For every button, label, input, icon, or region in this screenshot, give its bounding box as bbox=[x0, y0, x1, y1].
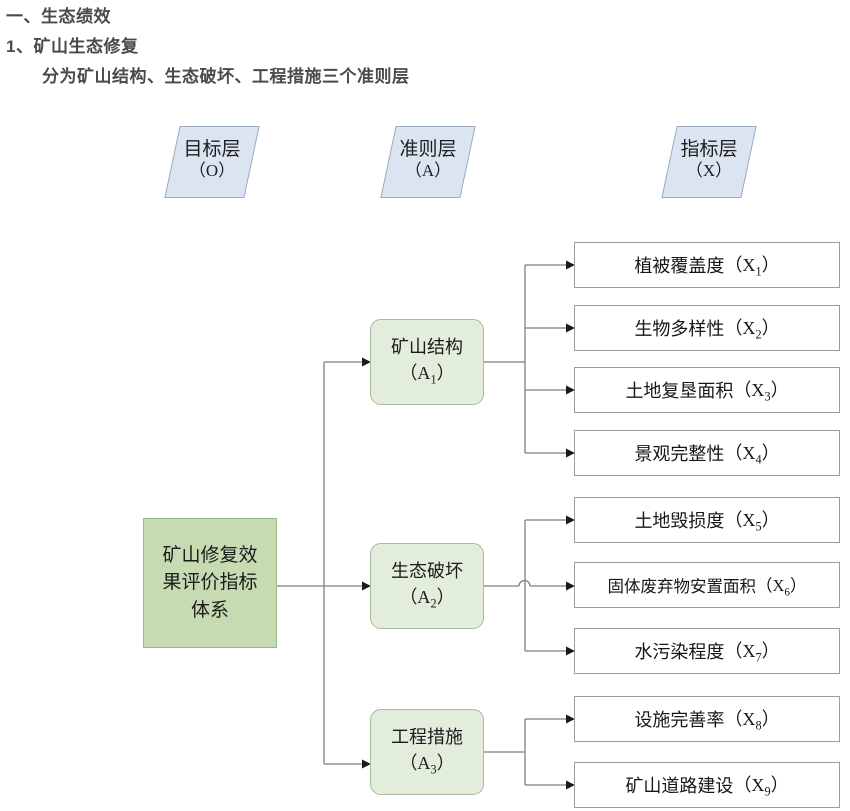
indicator-node-x3[interactable]: 土地复垦面积 （X3） bbox=[574, 367, 840, 413]
goal-node-line-2: 果评价指标 bbox=[162, 572, 258, 594]
indicator-node-x9-code: （X9） bbox=[733, 774, 789, 799]
indicator-node-x8-label: 设施完善率 bbox=[634, 710, 725, 730]
indicator-node-x8[interactable]: 设施完善率 （X8） bbox=[574, 696, 840, 742]
criteria-node-a1-label: 矿山结构 bbox=[391, 337, 463, 358]
goal-node[interactable]: 矿山修复效 果评价指标 体系 bbox=[143, 518, 277, 648]
criteria-node-a3-code: （A3） bbox=[399, 752, 455, 777]
indicator-node-x7-label: 水污染程度 bbox=[634, 642, 725, 662]
criteria-node-a2[interactable]: 生态破坏 （A2） bbox=[370, 543, 484, 629]
indicator-node-x1-label: 植被覆盖度 bbox=[634, 256, 725, 276]
indicator-node-x6[interactable]: 固体废弃物安置面积 （X6） bbox=[574, 562, 840, 608]
criteria-node-a1[interactable]: 矿山结构 （A1） bbox=[370, 319, 484, 405]
indicator-node-x5-label: 土地毁损度 bbox=[634, 511, 725, 531]
indicator-node-x4-code: （X4） bbox=[724, 442, 780, 467]
criteria-layer-header-shape bbox=[380, 126, 476, 198]
goal-node-line-3: 体系 bbox=[190, 599, 229, 621]
indicator-node-x9-label: 矿山道路建设 bbox=[625, 776, 734, 796]
criteria-node-a3-label: 工程措施 bbox=[391, 727, 463, 748]
goal-node-line-1: 矿山修复效 bbox=[162, 544, 258, 566]
indicator-node-x2-label: 生物多样性 bbox=[634, 319, 725, 339]
indicator-node-x5-code: （X5） bbox=[724, 509, 780, 534]
heading-description: 分为矿山结构、生态破坏、工程措施三个准则层 bbox=[42, 67, 410, 86]
criteria-node-a3[interactable]: 工程措施 （A3） bbox=[370, 709, 484, 795]
indicator-node-x8-code: （X8） bbox=[724, 708, 780, 733]
indicator-node-x3-label: 土地复垦面积 bbox=[625, 381, 734, 401]
indicator-node-x5[interactable]: 土地毁损度 （X5） bbox=[574, 497, 840, 543]
indicator-node-x4[interactable]: 景观完整性 （X4） bbox=[574, 430, 840, 476]
indicator-node-x3-code: （X3） bbox=[733, 379, 789, 404]
criteria-node-a2-code: （A2） bbox=[399, 586, 455, 611]
indicator-node-x7-code: （X7） bbox=[724, 640, 780, 665]
indicator-node-x4-label: 景观完整性 bbox=[634, 444, 725, 464]
indicator-node-x6-label: 固体废弃物安置面积 bbox=[607, 577, 756, 596]
indicator-node-x1-code: （X1） bbox=[724, 254, 780, 279]
indicator-node-x7[interactable]: 水污染程度 （X7） bbox=[574, 628, 840, 674]
criteria-node-a2-label: 生态破坏 bbox=[391, 561, 463, 582]
indicator-node-x6-code: （X6） bbox=[755, 575, 807, 599]
indicator-layer-header-shape bbox=[661, 126, 757, 198]
indicator-node-x2-code: （X2） bbox=[724, 317, 780, 342]
indicator-node-x1[interactable]: 植被覆盖度 （X1） bbox=[574, 242, 840, 288]
heading-item: 1、矿山生态修复 bbox=[6, 37, 139, 56]
indicator-node-x2[interactable]: 生物多样性 （X2） bbox=[574, 305, 840, 351]
indicator-node-x9[interactable]: 矿山道路建设 （X9） bbox=[574, 762, 840, 808]
heading-section: 一、生态绩效 bbox=[6, 7, 111, 26]
criteria-node-a1-code: （A1） bbox=[399, 362, 455, 387]
goal-layer-header-shape bbox=[164, 126, 260, 198]
